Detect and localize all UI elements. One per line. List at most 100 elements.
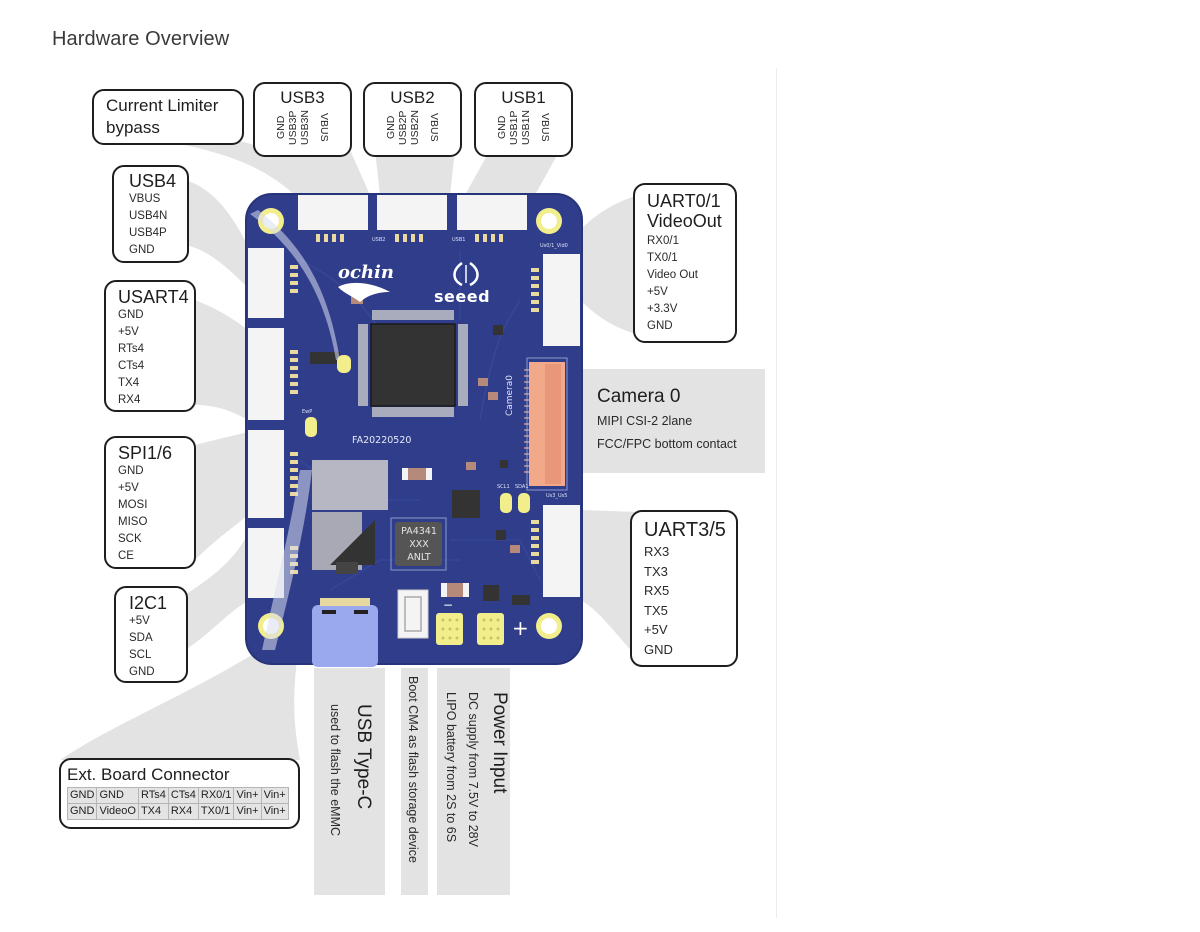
table-cell: GND (96, 787, 139, 804)
table-cell: RX0/1 (197, 787, 235, 804)
ribbon-ext (60, 640, 300, 760)
top-connectors (298, 195, 527, 230)
uart01-subtitle: VideoOut (647, 211, 722, 231)
silk-uart01: Us0/1_Vid0 (540, 243, 568, 249)
silk-uart35: Us3_Us5 (546, 493, 568, 499)
inductor-label-line: PA4341 (401, 526, 437, 537)
camera0-title: Camera 0 (597, 386, 681, 407)
vertical-divider (776, 68, 777, 918)
pin-label: RX0/1 (647, 235, 679, 247)
camera-fpc-connector (524, 357, 568, 491)
ribbon-usb1 (465, 150, 560, 195)
ribbon-usbc (314, 668, 385, 895)
table-cell: VideoO (96, 803, 139, 820)
ribbon-i2c (185, 530, 250, 650)
table-row: GND VideoO TX4 RX4 TX0/1 Vin+ Vin+ (66, 803, 289, 820)
silk-sda1: SDA1 (515, 484, 529, 490)
ribbon-current-limiter (160, 140, 330, 200)
ribbon-usart4 (195, 300, 248, 420)
label-camera0: Camera 0 MIPI CSI-2 2lane FCC/FPC bottom… (583, 369, 765, 473)
label-uart35: UART3/5 RX3 TX3 RX5 TX5 +5V GND (630, 510, 738, 667)
pin-label: VBUS (539, 113, 551, 142)
boot-button (397, 589, 429, 639)
pin-label: Video Out (647, 269, 698, 281)
pin-label: SDA (129, 632, 153, 644)
seeed-logo-icon (453, 261, 479, 287)
table-cell: CTs4 (167, 787, 199, 804)
label-usb4: USB4 VBUS USB4N USB4P GND (112, 165, 189, 263)
ext-connector-table: GND GND RTs4 CTs4 RX0/1 Vin+ Vin+ GND Vi… (66, 787, 289, 820)
usb2-pins: GND USB2P USB2N VBUS (365, 110, 460, 145)
ext-connector-title: Ext. Board Connector (67, 765, 230, 784)
label-ext-connector: Ext. Board Connector GND GND RTs4 CTs4 R… (59, 758, 300, 829)
table-cell: Vin+ (233, 803, 262, 820)
table-cell: TX4 (137, 803, 169, 820)
ribbon-usb2 (375, 150, 455, 195)
usb3-pins: GND USB3P USB3N VBUS (255, 110, 350, 145)
solder-jumpers (305, 355, 530, 513)
usb2-title: USB2 (390, 88, 435, 107)
silk-usb1: USB1 (452, 237, 466, 243)
i2c1-title: I2C1 (129, 593, 168, 613)
pin-label: GND (385, 115, 397, 140)
ribbon-uart01 (580, 195, 640, 335)
inductor (390, 517, 447, 571)
silk-camera: Camera0 (505, 375, 515, 417)
table-cell: RX4 (167, 803, 199, 820)
power-pads (436, 613, 504, 645)
label-current-limiter: Current Limiter bypass (92, 89, 244, 145)
usb1-pins: GND USB1P USB1N VBUS (476, 110, 571, 145)
label-usart4: USART4 GND +5V RTs4 CTs4 TX4 RX4 (104, 280, 196, 412)
silk-plus: + (512, 616, 529, 640)
pin-label: USB2N (409, 110, 421, 146)
silk-minus: − (443, 598, 454, 612)
pin-label: TX0/1 (647, 252, 678, 264)
ribbon-uart35 (580, 510, 640, 660)
pin-label: RX5 (644, 583, 670, 598)
ribbon-boot (401, 668, 428, 895)
camera0-desc-2: FCC/FPC bottom contact (597, 437, 737, 451)
pin-label: VBUS (129, 193, 161, 205)
uart35-title: UART3/5 (644, 519, 726, 541)
seeed-logo-text: seeed (434, 287, 491, 306)
label-usb2: USB2 GND USB2P USB2N VBUS (363, 82, 462, 157)
table-cell: RTs4 (137, 787, 169, 804)
power-input-desc-2: LIPO battery from 2S to 6S (444, 692, 458, 843)
pin-label: GND (129, 244, 155, 256)
pin-label: RTs4 (118, 343, 144, 355)
power-input-title: Power Input (489, 692, 510, 794)
table-cell: Vin+ (260, 787, 289, 804)
pin-label: USB3N (299, 110, 311, 146)
label-usb3: USB3 GND USB3P USB3N VBUS (253, 82, 352, 157)
pin-label: +5V (644, 622, 668, 637)
pin-label: SCL (129, 649, 152, 661)
power-input-desc-1: DC supply from 7.5V to 28V (466, 692, 480, 847)
ochin-logo-text: ochin (338, 262, 394, 283)
silk-scl1: SCL1 (497, 484, 510, 490)
pin-label: TX5 (644, 602, 668, 618)
pin-label: SCK (118, 533, 142, 545)
usb3-title: USB3 (280, 88, 325, 107)
label-uart01: UART0/1 VideoOut RX0/1 TX0/1 Video Out +… (633, 183, 737, 343)
pin-label: RX4 (118, 394, 141, 406)
ochin-bird-logo-icon (338, 282, 390, 302)
pin-label: GND (129, 666, 155, 678)
page-title: Hardware Overview (52, 28, 230, 50)
pin-label: CTs4 (118, 360, 145, 372)
usb-typec-title: USB Type-C (353, 704, 374, 810)
pin-label: USB4N (129, 210, 168, 222)
ext-header-pads (312, 460, 388, 570)
usb4-title: USB4 (129, 171, 177, 191)
pin-label: USB1N (520, 110, 532, 146)
callout-ribbons (60, 140, 640, 895)
pin-label: +5V (118, 326, 139, 338)
ribbon-spi (195, 432, 248, 560)
ribbon-usb4 (185, 180, 250, 290)
spi16-title: SPI1/6 (118, 443, 173, 463)
pcb-code: FA20220520 (352, 435, 412, 446)
usb-typec-connector (312, 598, 378, 667)
pin-label: GND (275, 115, 287, 140)
table-cell: Vin+ (260, 803, 289, 820)
pin-label: +5V (647, 286, 668, 298)
ribbon-power (437, 668, 510, 895)
